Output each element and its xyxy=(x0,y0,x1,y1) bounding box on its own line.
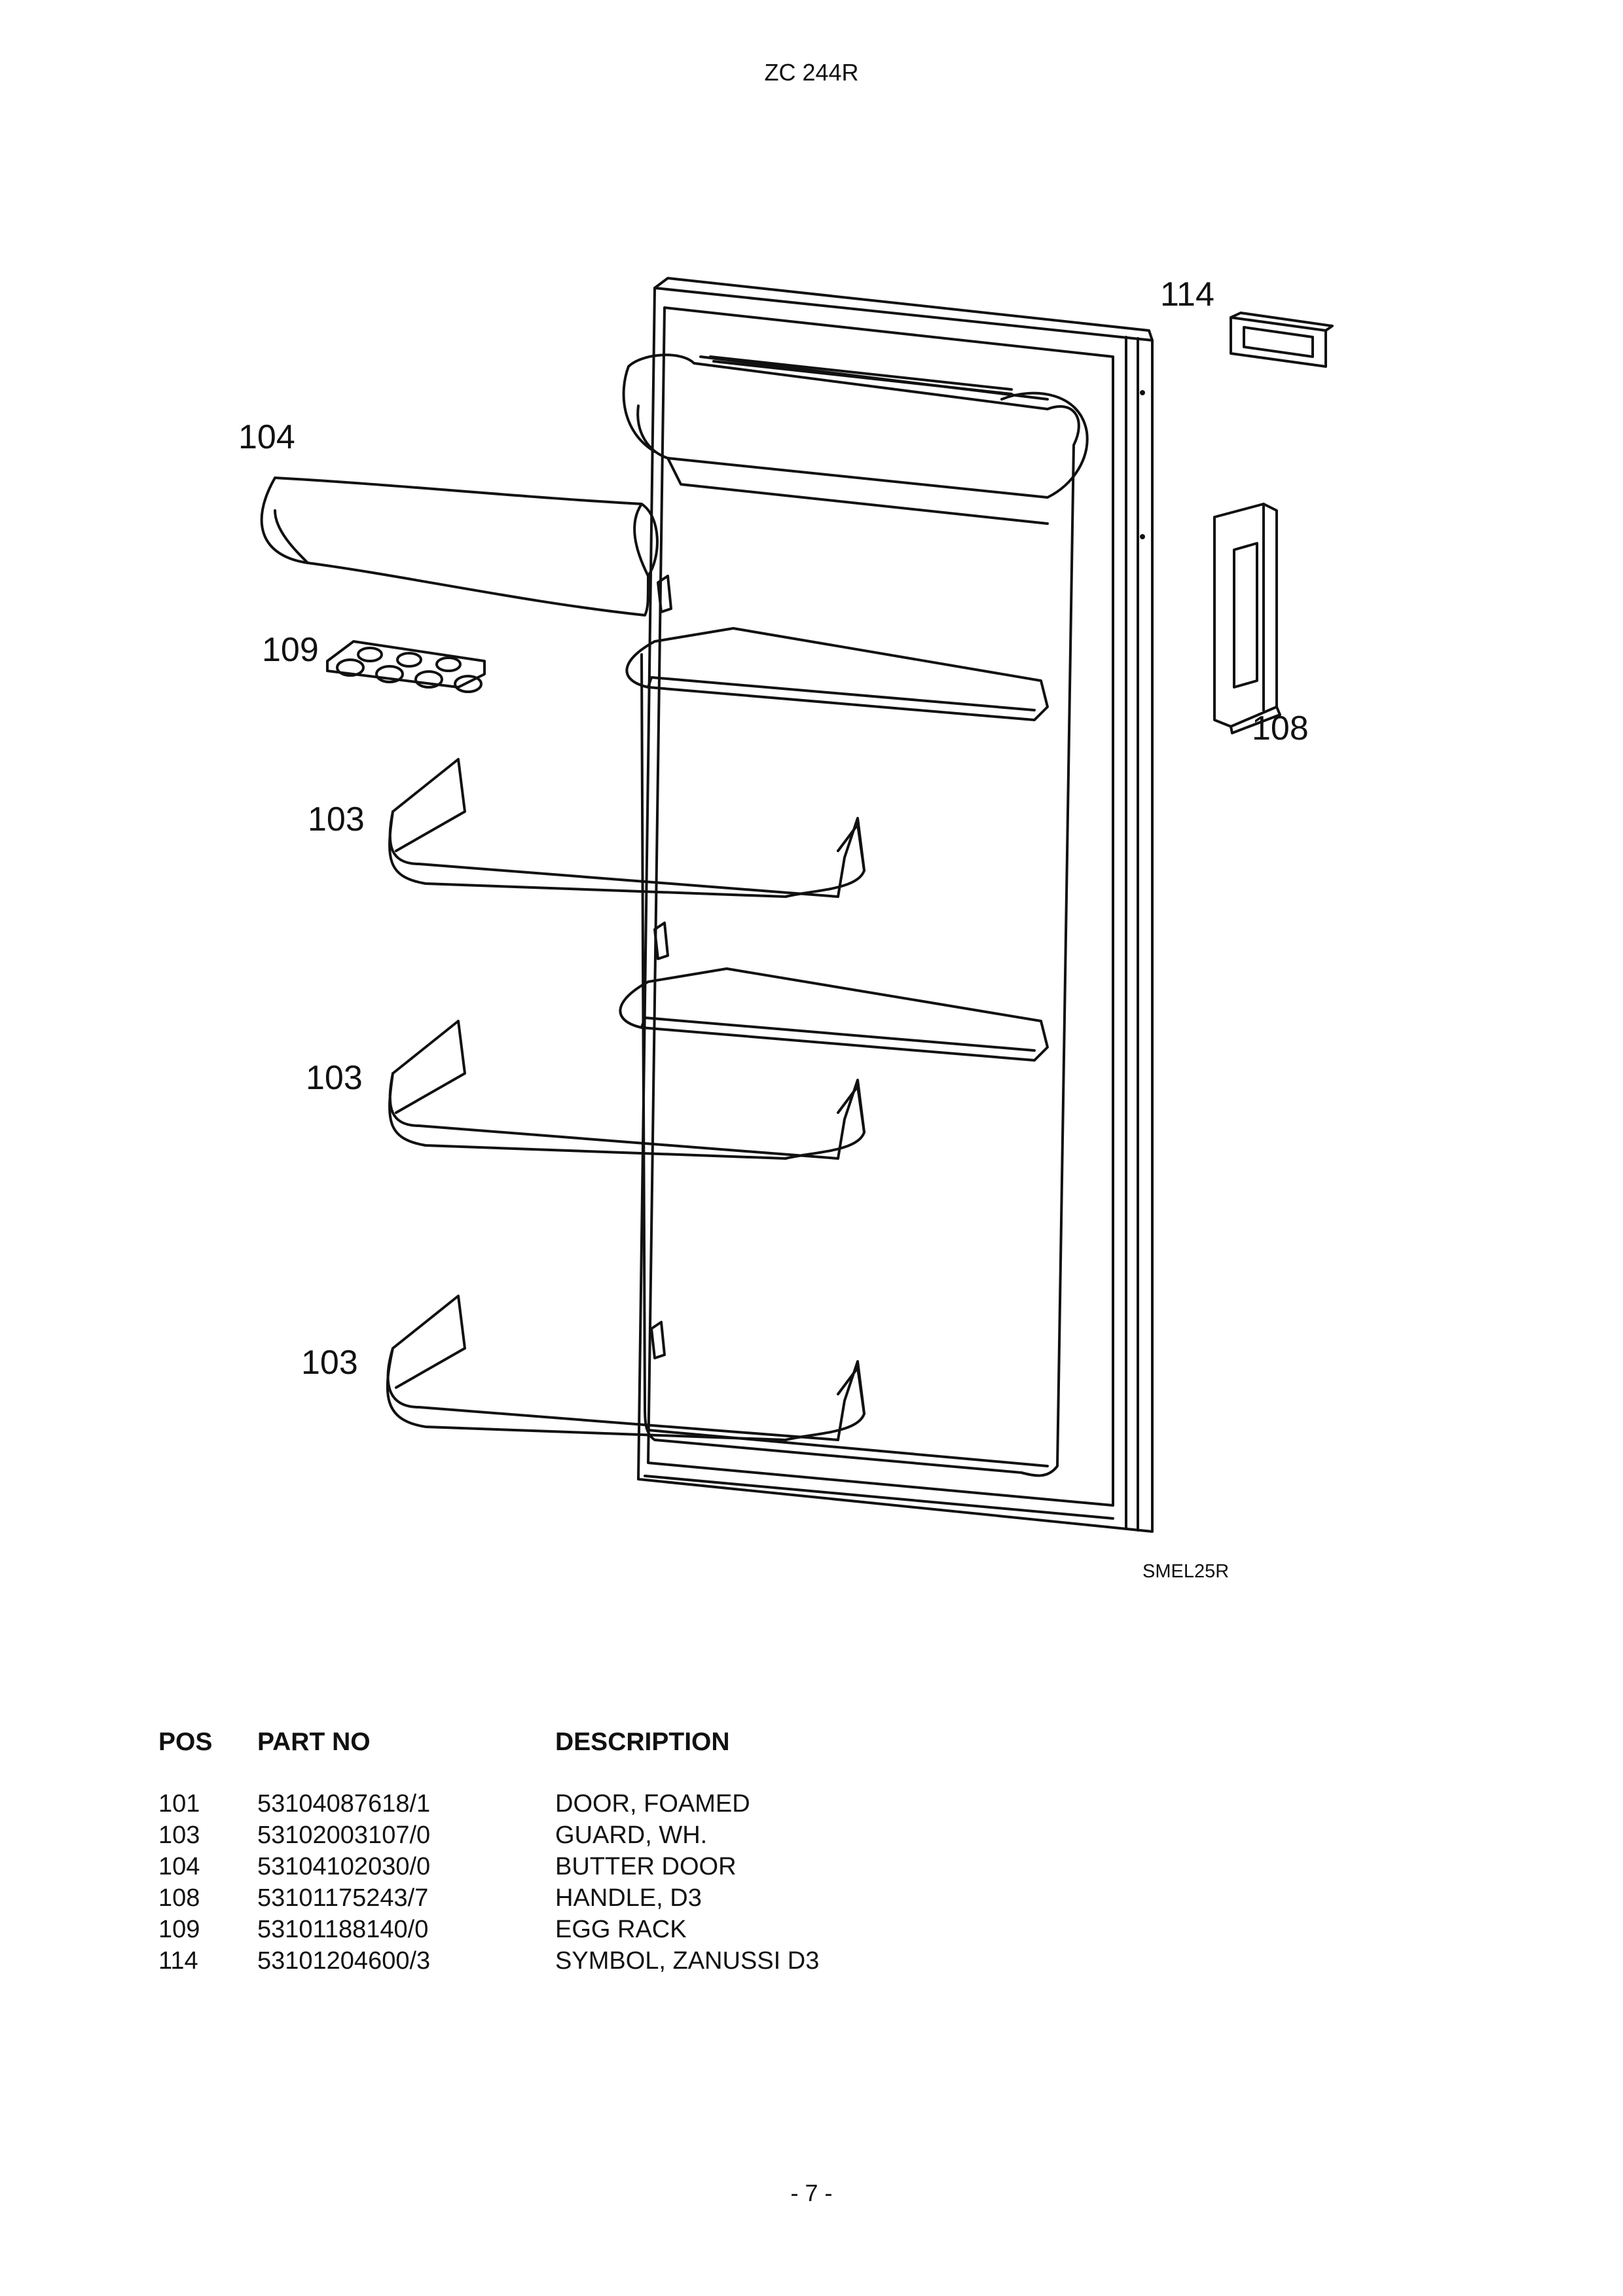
callout-114: 114 xyxy=(1160,276,1214,314)
callout-103-middle: 103 xyxy=(306,1059,363,1097)
egg-rack-part-109 xyxy=(326,640,486,693)
callout-103-top: 103 xyxy=(308,800,365,838)
table-row: 104 53104102030/0 BUTTER DOOR xyxy=(0,1853,1623,1884)
callout-109: 109 xyxy=(262,631,319,669)
header-description: DESCRIPTION xyxy=(555,1728,730,1756)
guard-part-103-top xyxy=(388,758,866,898)
row-description: GUARD, WH. xyxy=(555,1821,708,1849)
row-part-no: 53101175243/7 xyxy=(257,1884,429,1912)
row-pos: 101 xyxy=(158,1790,200,1818)
row-pos: 114 xyxy=(158,1947,198,1975)
table-row: 101 53104087618/1 DOOR, FOAMED xyxy=(0,1790,1623,1821)
row-description: BUTTER DOOR xyxy=(555,1853,737,1880)
door-liner xyxy=(622,353,1089,1477)
row-part-no: 53101204600/3 xyxy=(257,1947,431,1975)
row-pos: 103 xyxy=(158,1821,200,1849)
row-pos: 104 xyxy=(158,1853,200,1880)
callout-104: 104 xyxy=(238,418,295,456)
header-part-no: PART NO xyxy=(257,1728,371,1756)
table-row: 103 53102003107/0 GUARD, WH. xyxy=(0,1821,1623,1853)
row-description: DOOR, FOAMED xyxy=(555,1790,750,1818)
row-description: SYMBOL, ZANUSSI D3 xyxy=(555,1947,820,1975)
row-pos: 108 xyxy=(158,1884,200,1912)
row-description: EGG RACK xyxy=(555,1916,687,1943)
guard-part-103-bottom xyxy=(386,1295,866,1441)
callout-108: 108 xyxy=(1252,709,1309,747)
door-frame xyxy=(637,277,1154,1533)
door-shelf-middle xyxy=(619,967,1049,1062)
callout-103-bottom: 103 xyxy=(301,1344,358,1382)
table-row: 109 53101188140/0 EGG RACK xyxy=(0,1916,1623,1947)
butter-door-part-104 xyxy=(260,476,659,617)
row-description: HANDLE, D3 xyxy=(555,1884,702,1912)
door-shelf-upper xyxy=(625,627,1049,721)
model-title: ZC 244R xyxy=(764,59,859,86)
guard-part-103-middle xyxy=(388,1020,866,1160)
row-part-no: 53101188140/0 xyxy=(257,1916,429,1943)
row-part-no: 53104102030/0 xyxy=(257,1853,431,1880)
table-row: 108 53101175243/7 HANDLE, D3 xyxy=(0,1884,1623,1916)
header-pos: POS xyxy=(158,1728,213,1756)
door-exploded-diagram xyxy=(260,277,1334,1533)
row-pos: 109 xyxy=(158,1916,200,1943)
figure-code: SMEL25R xyxy=(1142,1561,1230,1582)
row-part-no: 53104087618/1 xyxy=(257,1790,431,1818)
row-part-no: 53102003107/0 xyxy=(257,1821,431,1849)
page-number: - 7 - xyxy=(790,2179,833,2206)
table-row: 114 53101204600/3 SYMBOL, ZANUSSI D3 xyxy=(0,1947,1623,1979)
symbol-badge-part-114 xyxy=(1230,312,1334,368)
handle-part-108 xyxy=(1213,503,1281,734)
